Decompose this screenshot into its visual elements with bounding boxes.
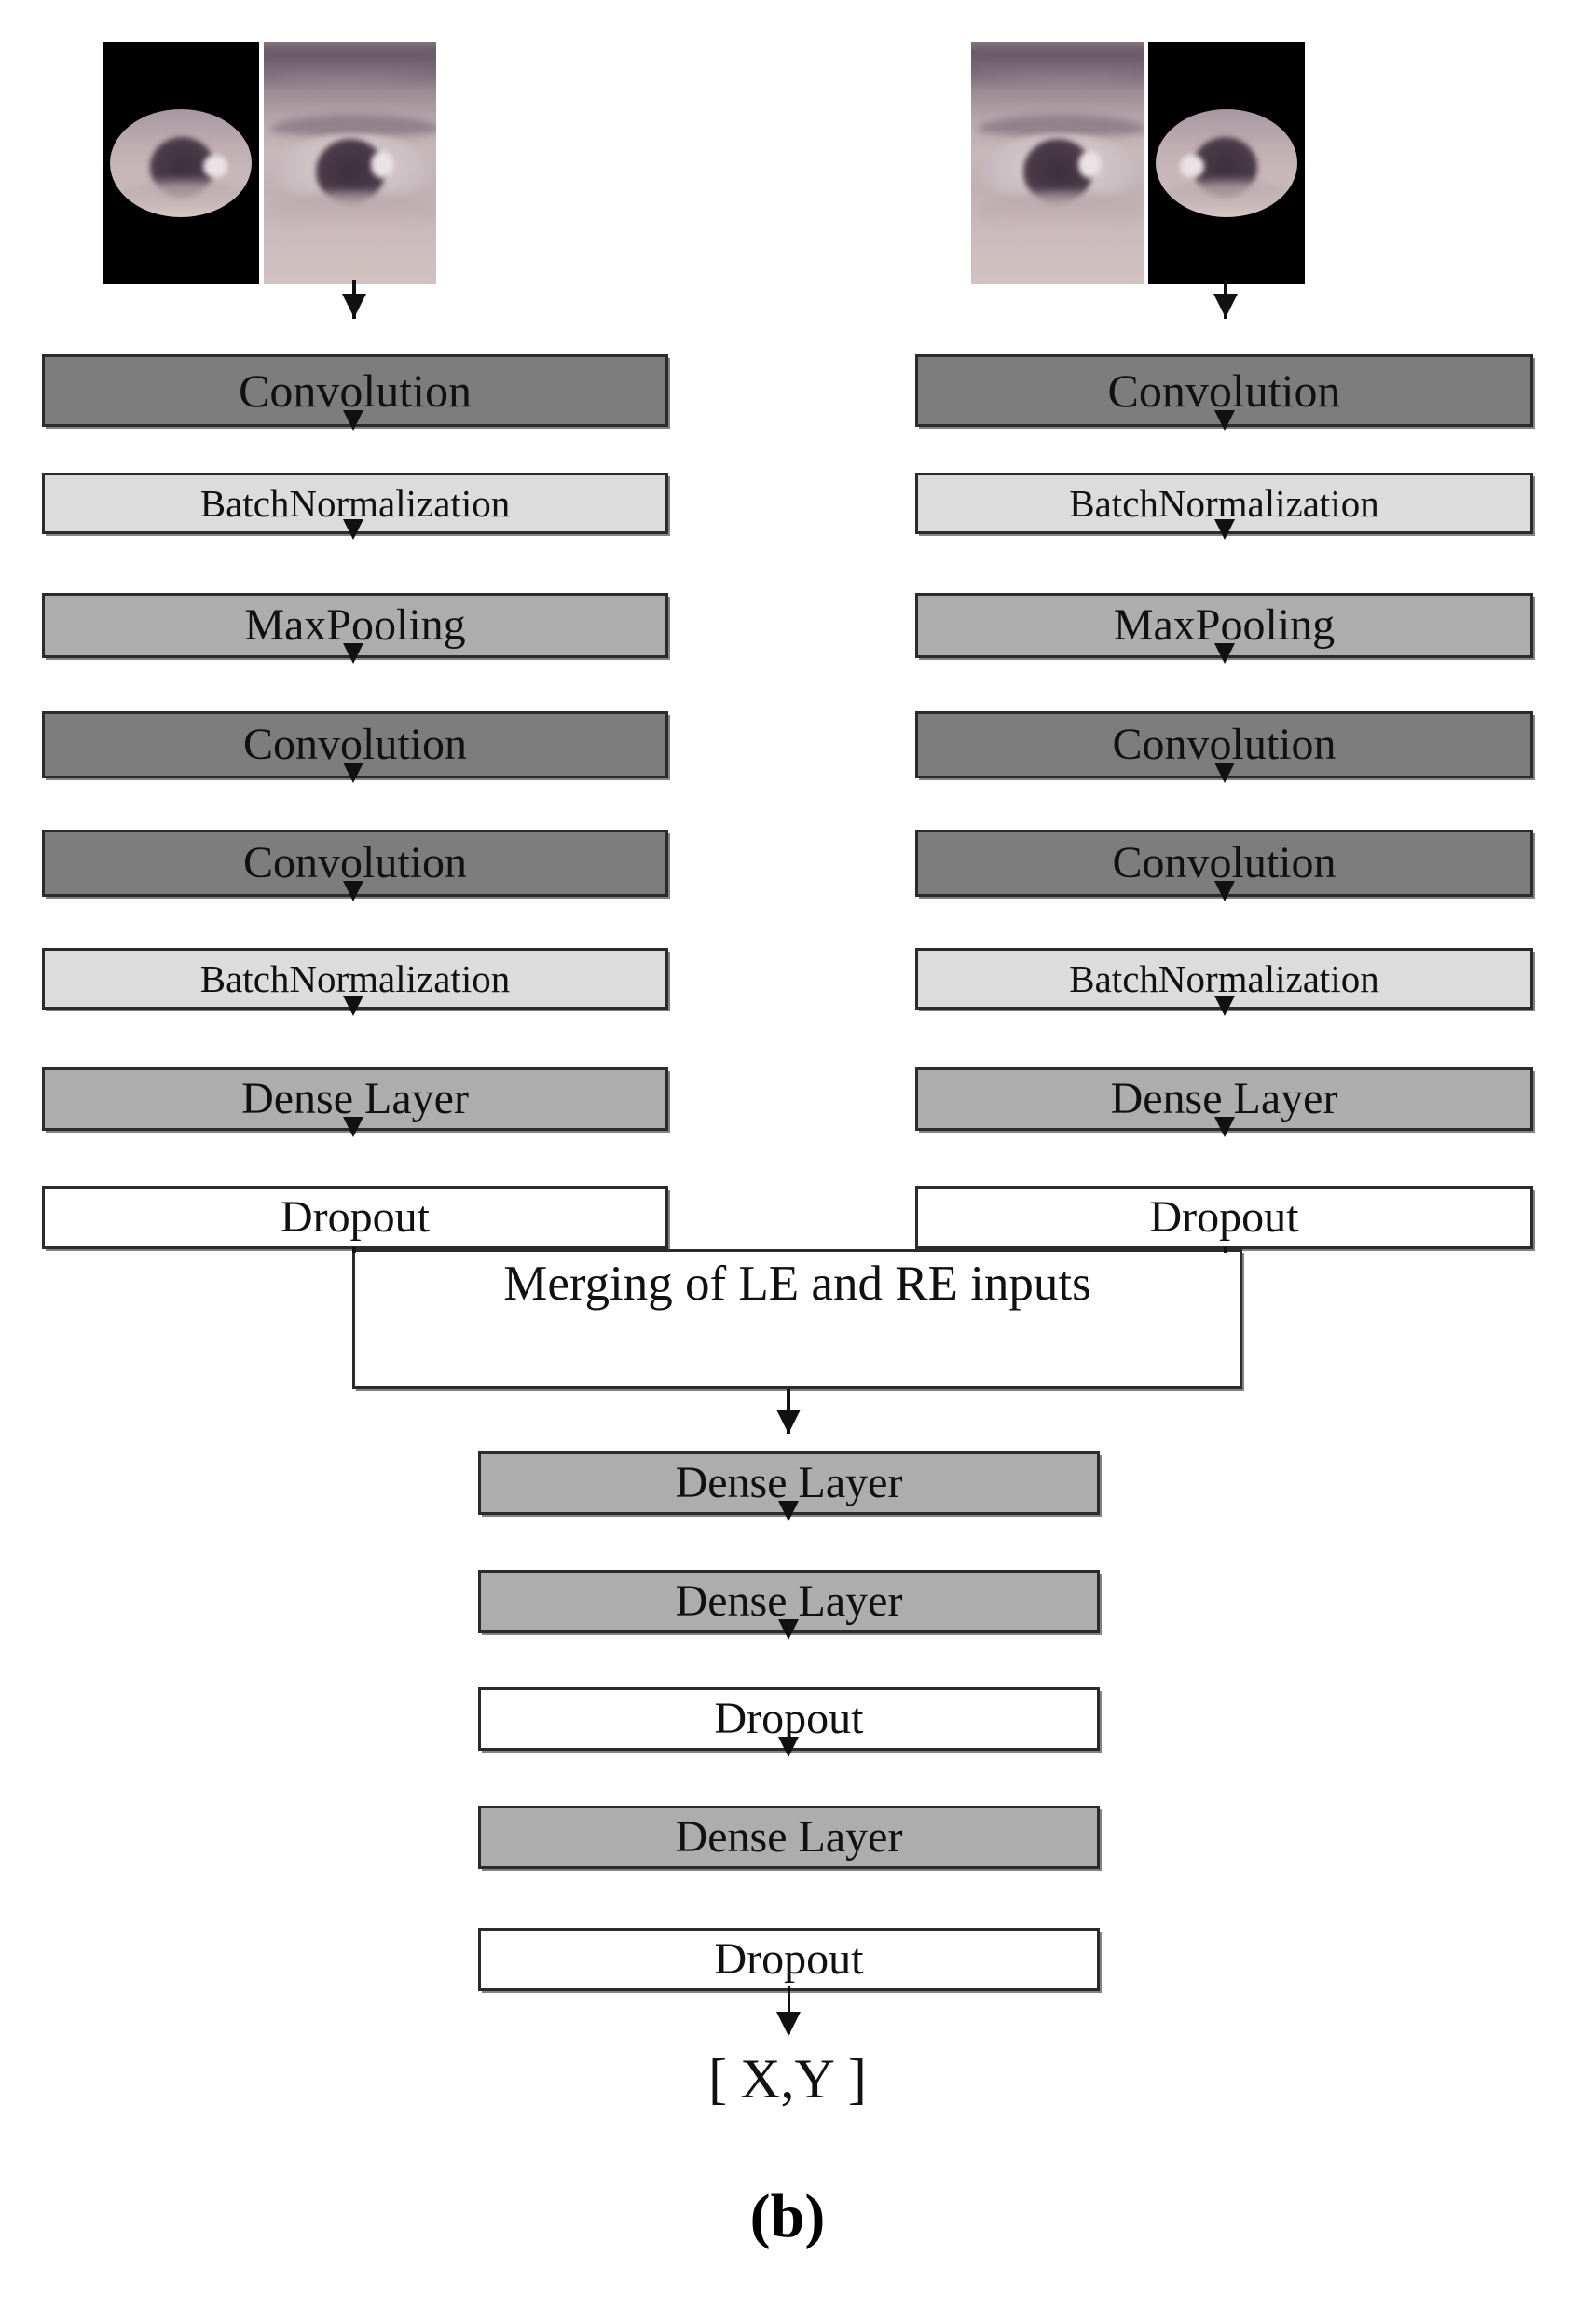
merge-box[interactable]: Merging of LE and RE inputs [352,1249,1242,1389]
connector-arrow [778,1619,799,1640]
right-merge-connector [1224,1247,1227,1253]
output-label: X,Y [740,2047,835,2110]
connector-arrow [343,881,363,901]
connector-arrow [343,410,363,431]
right-branch-layer-dropout[interactable]: Dropout [915,1186,1533,1249]
output-node: [ X,Y ] [652,2042,923,2116]
trunk-layer-dense-3[interactable]: Dense Layer [478,1806,1100,1869]
connector-arrow [778,1501,799,1521]
connector-arrow [778,1737,799,1757]
trunk-layer-dropout-2[interactable]: Dropout [478,1928,1100,1991]
left-input-arrow-head [342,294,366,318]
left-branch-layer-maxpooling[interactable]: MaxPooling [42,593,668,658]
connector-arrow [343,1117,363,1137]
merge-output-arrow-head [776,1410,801,1434]
connector-arrow [1214,996,1235,1016]
connector-arrow [343,643,363,664]
connector-arrow [343,996,363,1016]
left-branch-raw-eye-crop-thumbnail [264,42,436,284]
output-bracket-right: ] [847,2047,867,2110]
connector-arrow [343,519,363,540]
right-branch-segmented-eye-thumbnail [1148,42,1305,284]
left-merge-connector [352,1247,356,1253]
left-branch-segmented-eye-thumbnail [103,42,259,284]
left-branch-layer-dropout[interactable]: Dropout [42,1186,668,1249]
output-arrow-head [776,2012,801,2036]
right-input-arrow-head [1213,294,1238,318]
output-arrow-line [788,1986,790,2034]
trunk-layer-dense-1[interactable]: Dense Layer [478,1451,1100,1515]
connector-arrow [1214,1117,1235,1137]
connector-arrow [343,763,363,783]
right-branch-raw-eye-crop-thumbnail [971,42,1144,284]
connector-arrow [1214,881,1235,901]
connector-arrow [1214,763,1235,783]
output-bracket-left: [ [708,2047,728,2110]
connector-arrow [1214,519,1235,540]
connector-arrow [1214,410,1235,431]
figure-caption: (b) [749,2182,826,2250]
left-branch-layer-convolution-3[interactable]: Convolution [42,830,668,897]
connector-arrow [1214,643,1235,664]
